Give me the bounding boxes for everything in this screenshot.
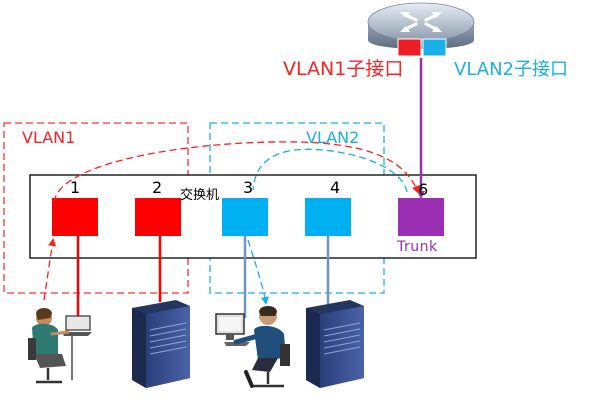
- vlan1-subinterface-label: VLAN1子接口: [283, 58, 404, 80]
- server-icon: [306, 300, 364, 388]
- port-3-number: 3: [243, 178, 254, 197]
- vlan2-label: VLAN2: [306, 128, 360, 147]
- port-1-number: 1: [70, 178, 81, 197]
- user-at-laptop-icon: [28, 308, 92, 384]
- port-2: [135, 198, 181, 236]
- vlan2-host-arrow: [247, 239, 269, 305]
- port-6-number: 6: [418, 180, 429, 199]
- port-1: [52, 198, 98, 236]
- vlan1-label: VLAN1: [22, 128, 76, 147]
- vlan1-subinterface-port: [397, 38, 422, 57]
- user-at-desktop-icon: [215, 306, 290, 388]
- trunk-label: Trunk: [397, 239, 438, 255]
- vlan1-flow-arrow: [53, 141, 420, 203]
- port-3: [222, 198, 268, 236]
- port-4: [305, 198, 351, 236]
- server-icon: [132, 300, 190, 388]
- router-icon: [367, 2, 475, 57]
- vlan1-host-arrow: [43, 238, 57, 301]
- vlan2-subinterface-port: [422, 38, 447, 57]
- port-6-trunk: [398, 198, 444, 236]
- vlan2-flow-arrow: [252, 148, 408, 193]
- vlan2-subinterface-label: VLAN2子接口: [454, 59, 568, 80]
- port-2-number: 2: [152, 178, 163, 197]
- port-4-number: 4: [330, 178, 341, 197]
- switch-label: 交换机: [180, 188, 220, 203]
